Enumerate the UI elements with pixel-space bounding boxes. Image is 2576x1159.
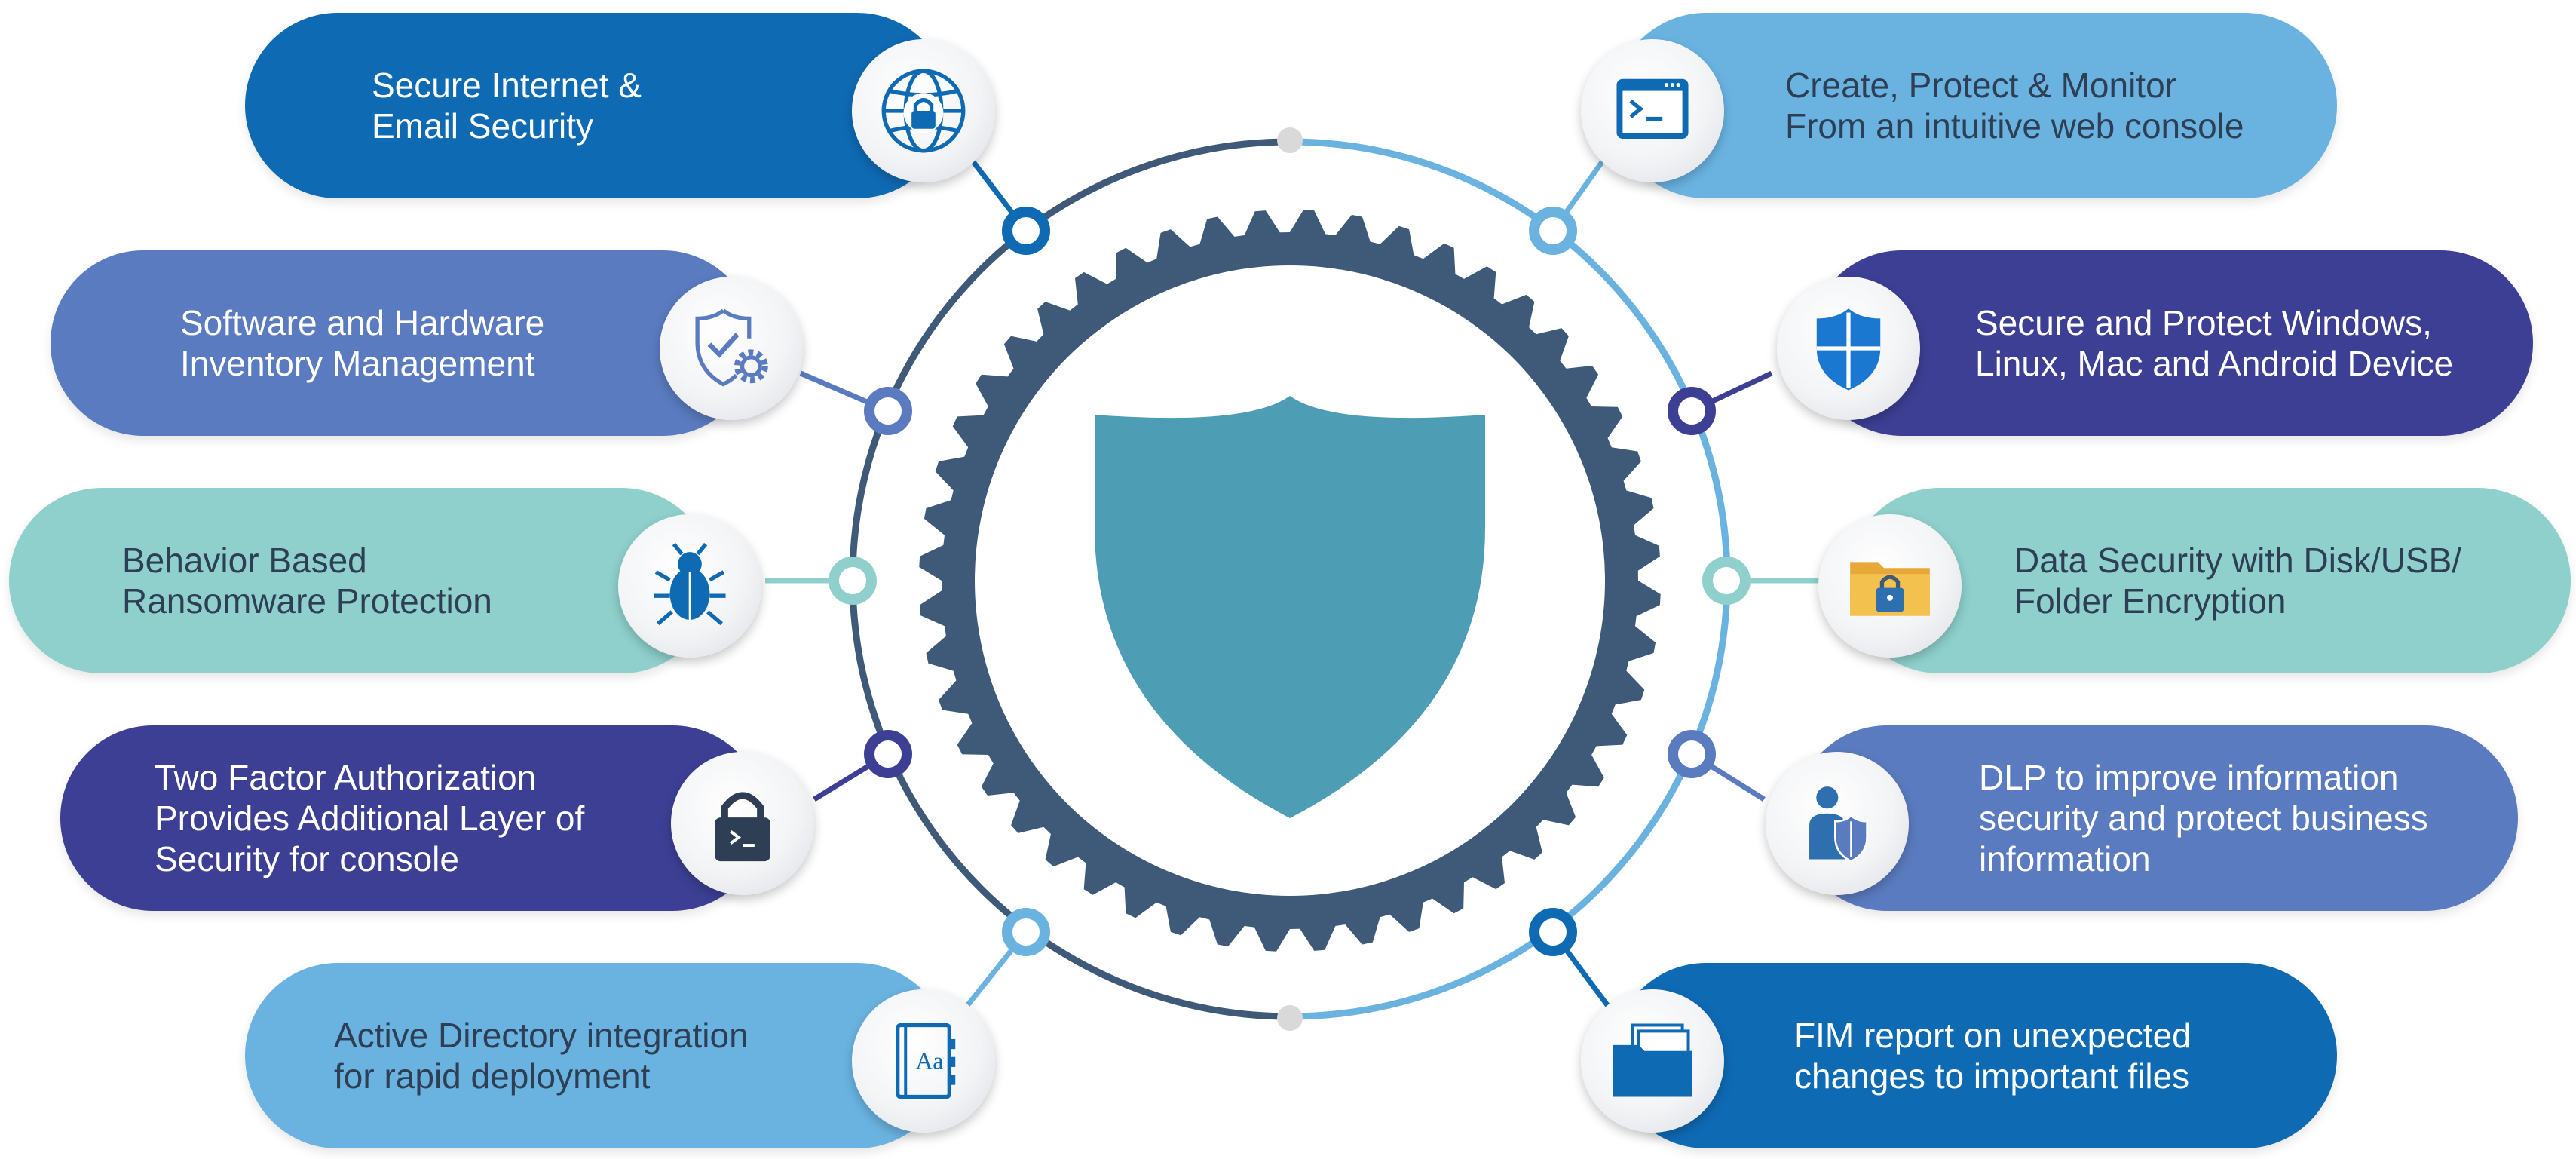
feature-pill-fim: FIM report on unexpected changes to impo… <box>1613 963 2337 1148</box>
shield-gear-badge <box>660 277 803 420</box>
center-shield-icon <box>1095 396 1485 818</box>
feature-pill-inventory: Software and Hardware Inventory Manageme… <box>51 250 755 436</box>
feature-pill-two-factor: Two Factor Authorization Provides Additi… <box>60 725 765 911</box>
bug-icon <box>654 542 726 626</box>
feature-text: Create, Protect & Monitor From an intuit… <box>1785 66 2244 146</box>
windows-shield-badge <box>1777 277 1920 420</box>
feature-text: FIM report on unexpected changes to impo… <box>1794 1016 2192 1096</box>
feature-pill-encryption: Data Security with Disk/USB/ Folder Encr… <box>1847 488 2571 673</box>
feature-text: Behavior Based Ransomware Protection <box>122 541 492 621</box>
feature-text: Active Directory integration for rapid d… <box>334 1016 749 1096</box>
padlock-terminal-icon <box>715 792 770 862</box>
shield-gear-icon <box>695 308 768 387</box>
feature-pill-ransomware: Behavior Based Ransomware Protection <box>9 488 714 673</box>
terminal-window-icon <box>1616 78 1689 139</box>
feature-pill-web-console: Create, Protect & Monitor From an intuit… <box>1613 13 2337 198</box>
file-folder-badge <box>1581 989 1724 1133</box>
feature-text: Secure and Protect Windows, Linux, Mac a… <box>1975 303 2454 383</box>
terminal-window-badge <box>1581 39 1724 182</box>
feature-text: Two Factor Authorization Provides Additi… <box>155 758 585 878</box>
feature-pill-dlp: DLP to improve information security and … <box>1794 725 2518 911</box>
user-shield-icon <box>1809 786 1868 863</box>
file-folder-icon <box>1613 1023 1692 1097</box>
feature-text: DLP to improve information security and … <box>1979 758 2428 878</box>
svg-text:Aa: Aa <box>915 1048 943 1075</box>
feature-pill-internet-email: Secure Internet & Email Security <box>245 13 950 198</box>
bug-badge <box>618 514 761 658</box>
globe-lock-icon <box>881 69 966 153</box>
windows-shield-icon <box>1816 308 1881 391</box>
feature-text: Data Security with Disk/USB/ Folder Encr… <box>2014 541 2462 621</box>
ring-nodes <box>829 127 1751 1031</box>
address-book-badge: Aa <box>852 989 995 1133</box>
folder-lock-badge <box>1818 514 1962 658</box>
feature-pill-os-devices: Secure and Protect Windows, Linux, Mac a… <box>1809 250 2533 436</box>
address-book-icon: Aa <box>896 1023 956 1099</box>
feature-pill-active-directory: Active Directory integration for rapid d… <box>245 963 950 1148</box>
folder-lock-icon <box>1850 562 1930 616</box>
feature-text: Secure Internet & Email Security <box>372 66 642 146</box>
globe-lock-badge <box>852 39 995 182</box>
user-shield-badge <box>1766 752 1909 895</box>
padlock-terminal-badge <box>671 752 814 895</box>
feature-text: Software and Hardware Inventory Manageme… <box>180 303 545 383</box>
